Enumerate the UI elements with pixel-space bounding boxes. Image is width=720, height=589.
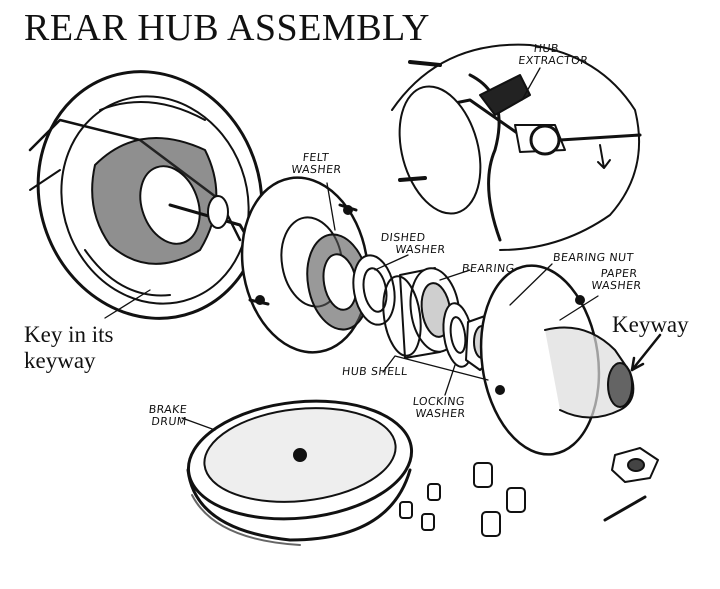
label-line: WASHER [290, 163, 343, 176]
label-felt-washer: FELT WASHER [290, 151, 344, 176]
label-keyway: Keyway [612, 312, 689, 337]
diagram-title: REAR HUB ASSEMBLY [24, 7, 430, 49]
felt-washer-ring [306, 233, 370, 331]
wheel-nuts [399, 462, 526, 537]
axle-nut [611, 447, 659, 483]
label-key-in-keyway: Key in its keyway [24, 322, 113, 374]
label-hub-shell: HUB SHELL [341, 365, 409, 378]
label-bearing: BEARING [461, 262, 516, 275]
hub-shell [479, 264, 635, 456]
label-brake-drum: BRAKE DRUM [147, 403, 189, 428]
label-line: WASHER [394, 243, 447, 256]
dished-washer [352, 254, 396, 326]
label-bearing-nut: BEARING NUT [552, 251, 635, 264]
label-line: EXTRACTOR [517, 54, 589, 67]
label-hub-extractor: HUB EXTRACTOR [517, 42, 590, 67]
label-line: keyway [24, 348, 96, 373]
label-locking-washer: LOCKING WASHER [411, 395, 468, 420]
label-line: WASHER [414, 407, 467, 420]
label-line: DRUM [150, 415, 188, 428]
leader-lines [104, 67, 599, 431]
label-line: WASHER [590, 279, 643, 292]
brake-drum [186, 399, 414, 546]
label-dished-washer: DISHED WASHER [379, 231, 448, 256]
split-pin [603, 495, 647, 522]
hub-extractor-inset [391, 43, 642, 251]
label-line: Key in its [24, 322, 114, 347]
label-paper-washer: PAPER WASHER [590, 267, 644, 292]
keyway-arrow [630, 333, 662, 372]
